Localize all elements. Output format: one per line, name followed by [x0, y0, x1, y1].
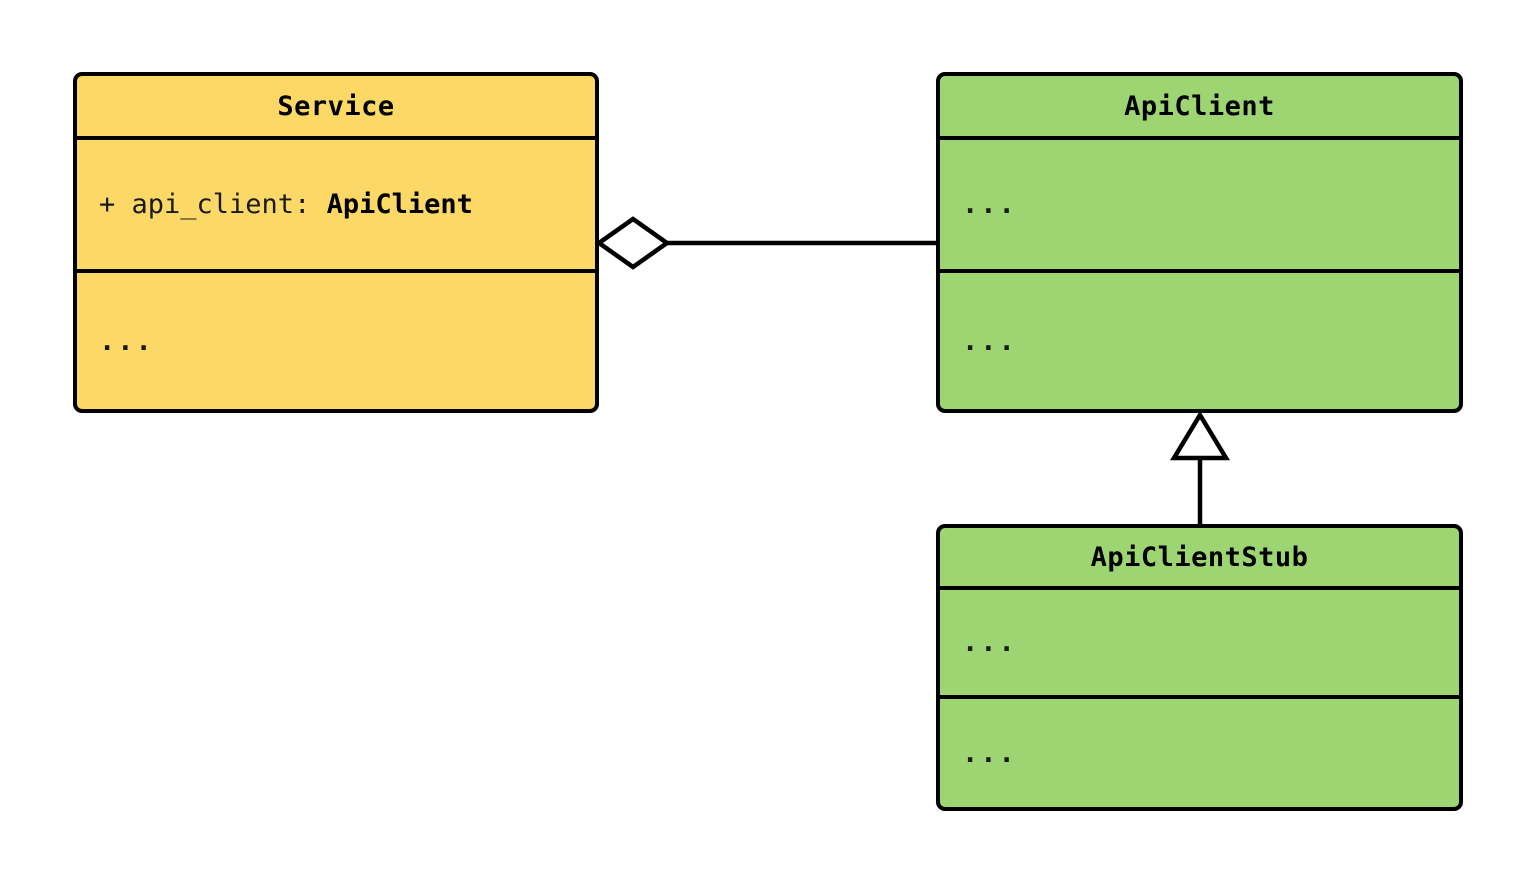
class-box-api-client-stub[interactable]: ApiClientStub ... ... [936, 524, 1463, 811]
class-name-service: Service [277, 90, 395, 122]
class-title-compartment-api-client: ApiClient [940, 76, 1459, 136]
class-box-service[interactable]: Service + api_client: ApiClient ... [73, 72, 599, 413]
attribute-api-client: + api_client: ApiClient [99, 189, 473, 220]
class-name-api-client: ApiClient [1124, 90, 1275, 122]
attributes-ellipsis-api-client-stub: ... [962, 627, 1017, 658]
operations-ellipsis-api-client-stub: ... [962, 737, 1017, 769]
class-operations-compartment-api-client-stub: ... [940, 695, 1459, 807]
class-attributes-compartment-api-client-stub: ... [940, 586, 1459, 695]
hollow-diamond-icon [595, 216, 671, 270]
class-attributes-compartment-api-client: ... [940, 136, 1459, 269]
class-operations-compartment-service: ... [77, 269, 595, 409]
attribute-api-client-type: ApiClient [326, 189, 473, 220]
class-operations-compartment-api-client: ... [940, 269, 1459, 409]
aggregation-relationship [595, 216, 936, 270]
generalization-relationship [1170, 410, 1230, 524]
attributes-ellipsis-api-client: ... [962, 189, 1017, 220]
class-title-compartment-api-client-stub: ApiClientStub [940, 528, 1459, 586]
class-attributes-compartment-service: + api_client: ApiClient [77, 136, 595, 269]
hollow-triangle-icon [1170, 410, 1230, 461]
operations-ellipsis-api-client: ... [962, 325, 1017, 357]
attribute-api-client-label: + api_client: [99, 189, 327, 220]
operations-ellipsis-service: ... [99, 325, 154, 357]
class-name-api-client-stub: ApiClientStub [1090, 541, 1309, 573]
class-title-compartment-service: Service [77, 76, 595, 136]
class-box-api-client[interactable]: ApiClient ... ... [936, 72, 1463, 413]
